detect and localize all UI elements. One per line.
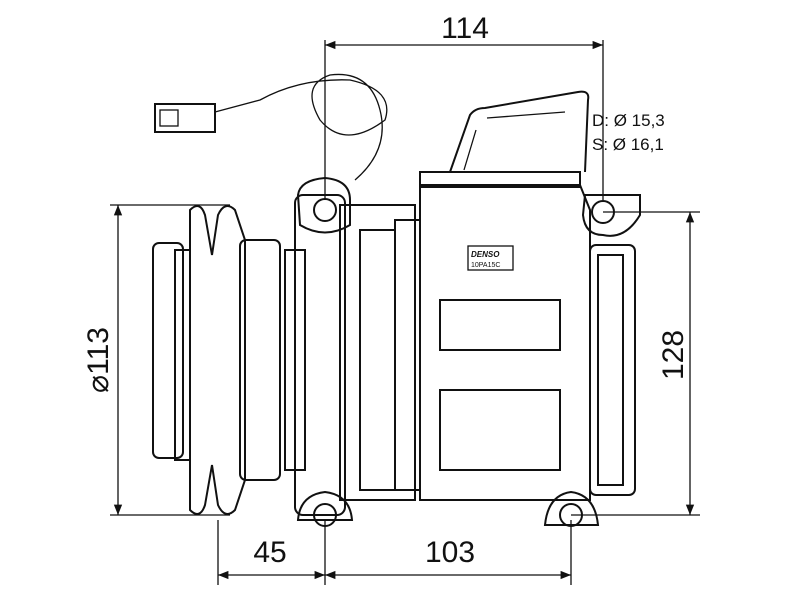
- compressor-body: [284, 90, 641, 527]
- suction-note: S: Ø 16,1: [592, 135, 664, 154]
- discharge-note: D: Ø 15,3: [592, 111, 665, 130]
- brand-label: DENSO: [471, 250, 500, 259]
- model-label: 10PA15C: [471, 262, 500, 269]
- dim-128: 128: [657, 330, 690, 380]
- dimension-lines: [110, 40, 700, 585]
- electrical-connector: [154, 73, 388, 181]
- label-plate: DENSO 10PA15C: [467, 245, 514, 271]
- dim-114: 114: [441, 12, 489, 45]
- pulley: [152, 205, 281, 515]
- dim-45: 45: [253, 536, 286, 569]
- dim-103: 103: [425, 536, 475, 569]
- dim-113: ⌀113: [82, 327, 115, 393]
